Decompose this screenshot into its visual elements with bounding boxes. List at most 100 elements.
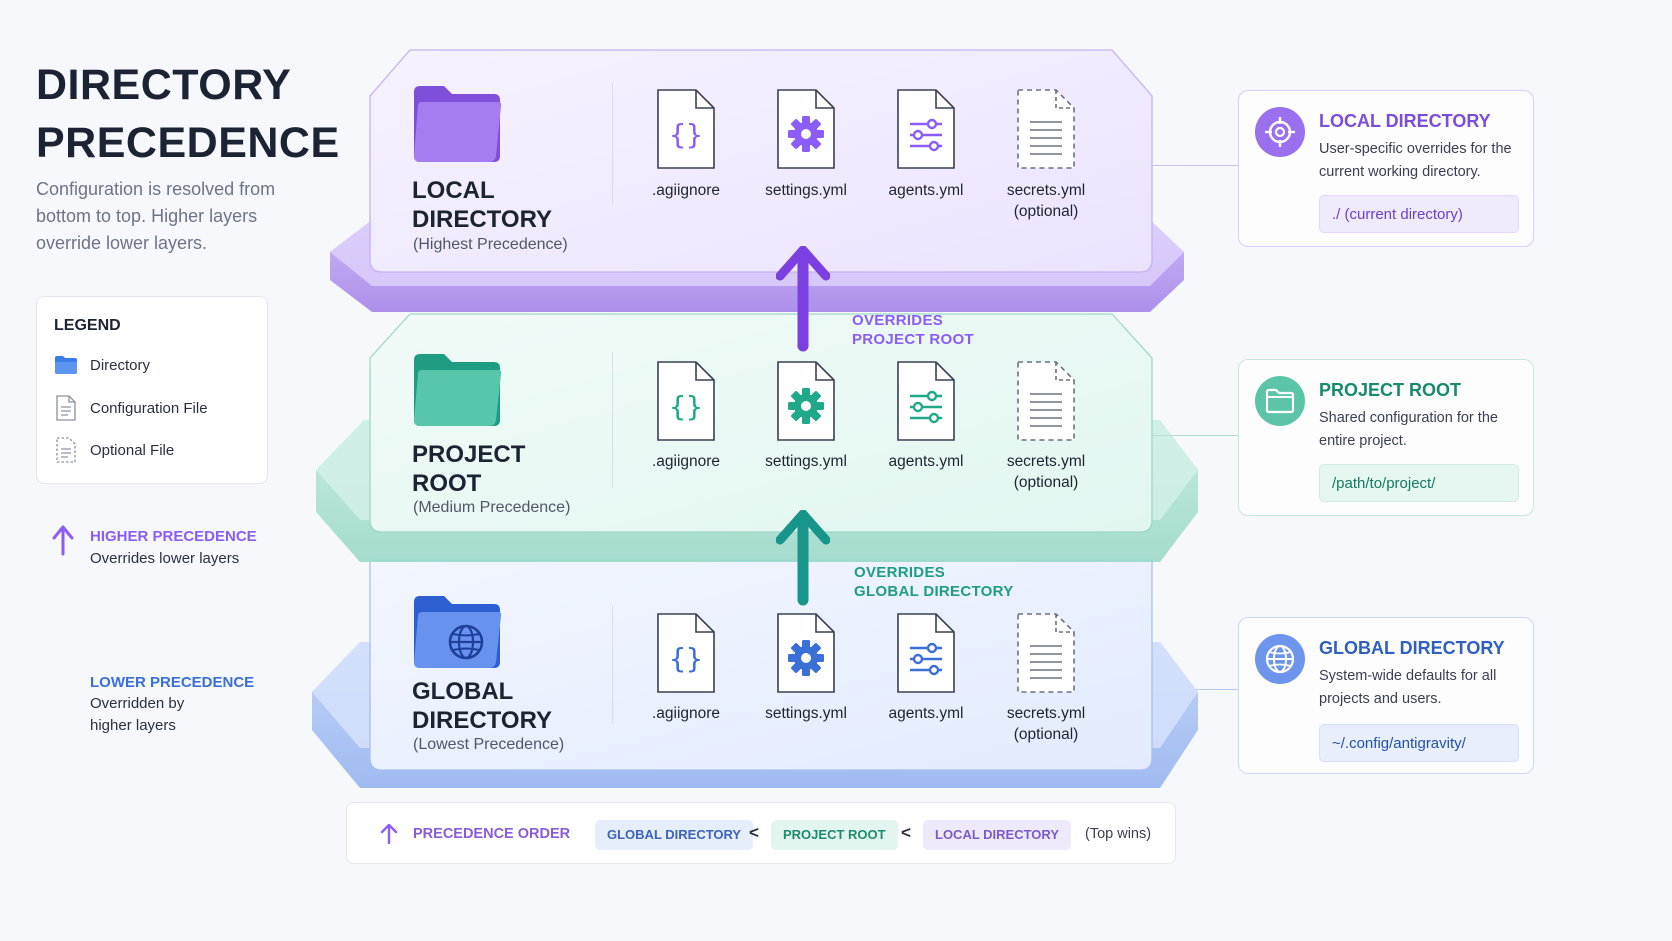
lower-precedence-label: LOWER PRECEDENCE <box>90 674 255 691</box>
file-name: secrets.yml <box>1006 705 1086 722</box>
card-title: PROJECT ROOT <box>1319 380 1462 400</box>
file-name: agents.yml <box>888 182 964 199</box>
file-label: settings.yml <box>746 703 866 724</box>
card-icon-circle <box>1255 376 1305 426</box>
layer-separator <box>612 82 613 206</box>
local-layer-title: LOCAL DIRECTORY <box>412 176 552 234</box>
arrow-up-icon <box>380 823 398 845</box>
legend-item-directory: Directory <box>54 355 150 375</box>
page-title: DIRECTORY PRECEDENCE <box>36 56 340 172</box>
title-line-2: PRECEDENCE <box>36 119 340 167</box>
project-layer-precedence: (Medium Precedence) <box>413 499 571 516</box>
connector-line <box>1152 165 1238 166</box>
connector-line <box>1152 435 1238 436</box>
layer-title-line: ROOT <box>412 470 482 497</box>
file-name: .agiignore <box>651 705 721 722</box>
card-path[interactable]: ~/.config/antigravity/ <box>1319 724 1519 762</box>
braces-icon: {} <box>656 88 716 175</box>
card-path[interactable]: ./ (current directory) <box>1319 195 1519 233</box>
override-label-project: OVERRIDES PROJECT ROOT <box>852 311 974 349</box>
file-label: agents.yml <box>866 180 986 201</box>
local-layer-precedence: (Highest Precedence) <box>413 236 568 253</box>
lower-precedence-desc: Overridden by higher layers <box>90 695 185 734</box>
file-label: secrets.yml(optional) <box>986 451 1106 493</box>
dashed-file-icon <box>56 437 76 463</box>
gear-icon <box>776 612 836 699</box>
global-layer-title: GLOBAL DIRECTORY <box>412 677 552 735</box>
precedence-order-title: PRECEDENCE ORDER <box>413 826 571 842</box>
order-pill-local: LOCAL DIRECTORY <box>923 820 1071 850</box>
card-project-root: PROJECT ROOT Shared configuration for th… <box>1238 359 1534 516</box>
dashed-file-icon <box>1016 360 1076 447</box>
layer-title-line: DIRECTORY <box>412 707 553 734</box>
legend-label: Directory <box>90 356 151 374</box>
card-title: GLOBAL DIRECTORY <box>1319 638 1505 658</box>
file-note: (optional) <box>1013 203 1079 220</box>
global-layer-slab <box>312 559 1198 788</box>
file-label: settings.yml <box>746 451 866 472</box>
layer-separator <box>612 352 613 488</box>
globe-icon <box>1265 644 1295 674</box>
file-name: agents.yml <box>888 705 964 722</box>
svg-text:{}: {} <box>669 642 703 675</box>
dashed-file-icon <box>1016 612 1076 699</box>
legend-item-config-file: Configuration File <box>54 395 208 421</box>
order-separator: < <box>749 823 759 842</box>
sliders-icon <box>896 88 956 175</box>
layer-stack <box>312 49 1198 788</box>
layer-title-line: DIRECTORY <box>412 206 553 233</box>
file-name: settings.yml <box>765 182 847 199</box>
file-name: agents.yml <box>888 453 964 470</box>
override-arrow-up-icon <box>776 246 830 352</box>
card-global-directory: GLOBAL DIRECTORY System-wide defaults fo… <box>1238 617 1534 774</box>
file-label: .agiignore <box>626 451 746 472</box>
file-name: settings.yml <box>765 453 847 470</box>
sliders-icon <box>896 360 956 447</box>
order-separator: < <box>901 823 911 842</box>
layer-title-line: GLOBAL <box>412 678 514 705</box>
legend-label: Configuration File <box>90 399 208 417</box>
global-layer-precedence: (Lowest Precedence) <box>413 736 565 753</box>
svg-text:{}: {} <box>669 390 703 423</box>
braces-icon: {} <box>656 612 716 699</box>
local-layer-slab <box>330 49 1184 312</box>
override-line: OVERRIDES <box>854 564 946 581</box>
connector-line <box>1196 689 1238 690</box>
dashed-file-icon <box>1016 88 1076 175</box>
project-folder-icon <box>414 354 502 426</box>
gear-icon <box>776 360 836 447</box>
project-layer-title: PROJECT ROOT <box>412 440 525 498</box>
subtitle: Configuration is resolved from bottom to… <box>36 179 276 253</box>
card-path[interactable]: /path/to/project/ <box>1319 464 1519 502</box>
higher-precedence-desc: Overrides lower layers <box>90 550 240 567</box>
legend: LEGEND Directory Configuration File <box>36 296 268 484</box>
global-folder-icon <box>414 596 502 668</box>
precedence-order-bar: PRECEDENCE ORDER GLOBAL DIRECTORY < PROJ… <box>346 802 1176 864</box>
file-label: settings.yml <box>746 180 866 201</box>
legend-item-optional-file: Optional File <box>54 437 174 463</box>
target-icon <box>1265 117 1295 147</box>
card-title: LOCAL DIRECTORY <box>1319 111 1491 131</box>
file-label: agents.yml <box>866 451 986 472</box>
folder-outline-icon <box>1265 388 1295 414</box>
layer-separator <box>612 606 613 724</box>
card-desc: System-wide defaults for all projects an… <box>1319 668 1497 707</box>
order-pill-project: PROJECT ROOT <box>771 820 898 850</box>
card-icon-circle <box>1255 634 1305 684</box>
gear-icon <box>776 88 836 175</box>
file-label: .agiignore <box>626 703 746 724</box>
legend-label: Optional File <box>90 441 175 459</box>
sliders-icon <box>896 612 956 699</box>
override-line: OVERRIDES <box>852 312 944 329</box>
card-icon-circle <box>1255 107 1305 157</box>
file-label: secrets.yml(optional) <box>986 180 1106 222</box>
top-wins-note: (Top wins) <box>1085 826 1152 842</box>
file-label: agents.yml <box>866 703 986 724</box>
braces-icon: {} <box>656 360 716 447</box>
file-icon <box>56 395 76 421</box>
card-desc: Shared configuration for the entire proj… <box>1319 410 1498 449</box>
svg-text:{}: {} <box>669 118 703 151</box>
file-label: secrets.yml(optional) <box>986 703 1106 745</box>
override-arrow-up-icon <box>776 510 830 606</box>
file-note: (optional) <box>1013 474 1079 491</box>
